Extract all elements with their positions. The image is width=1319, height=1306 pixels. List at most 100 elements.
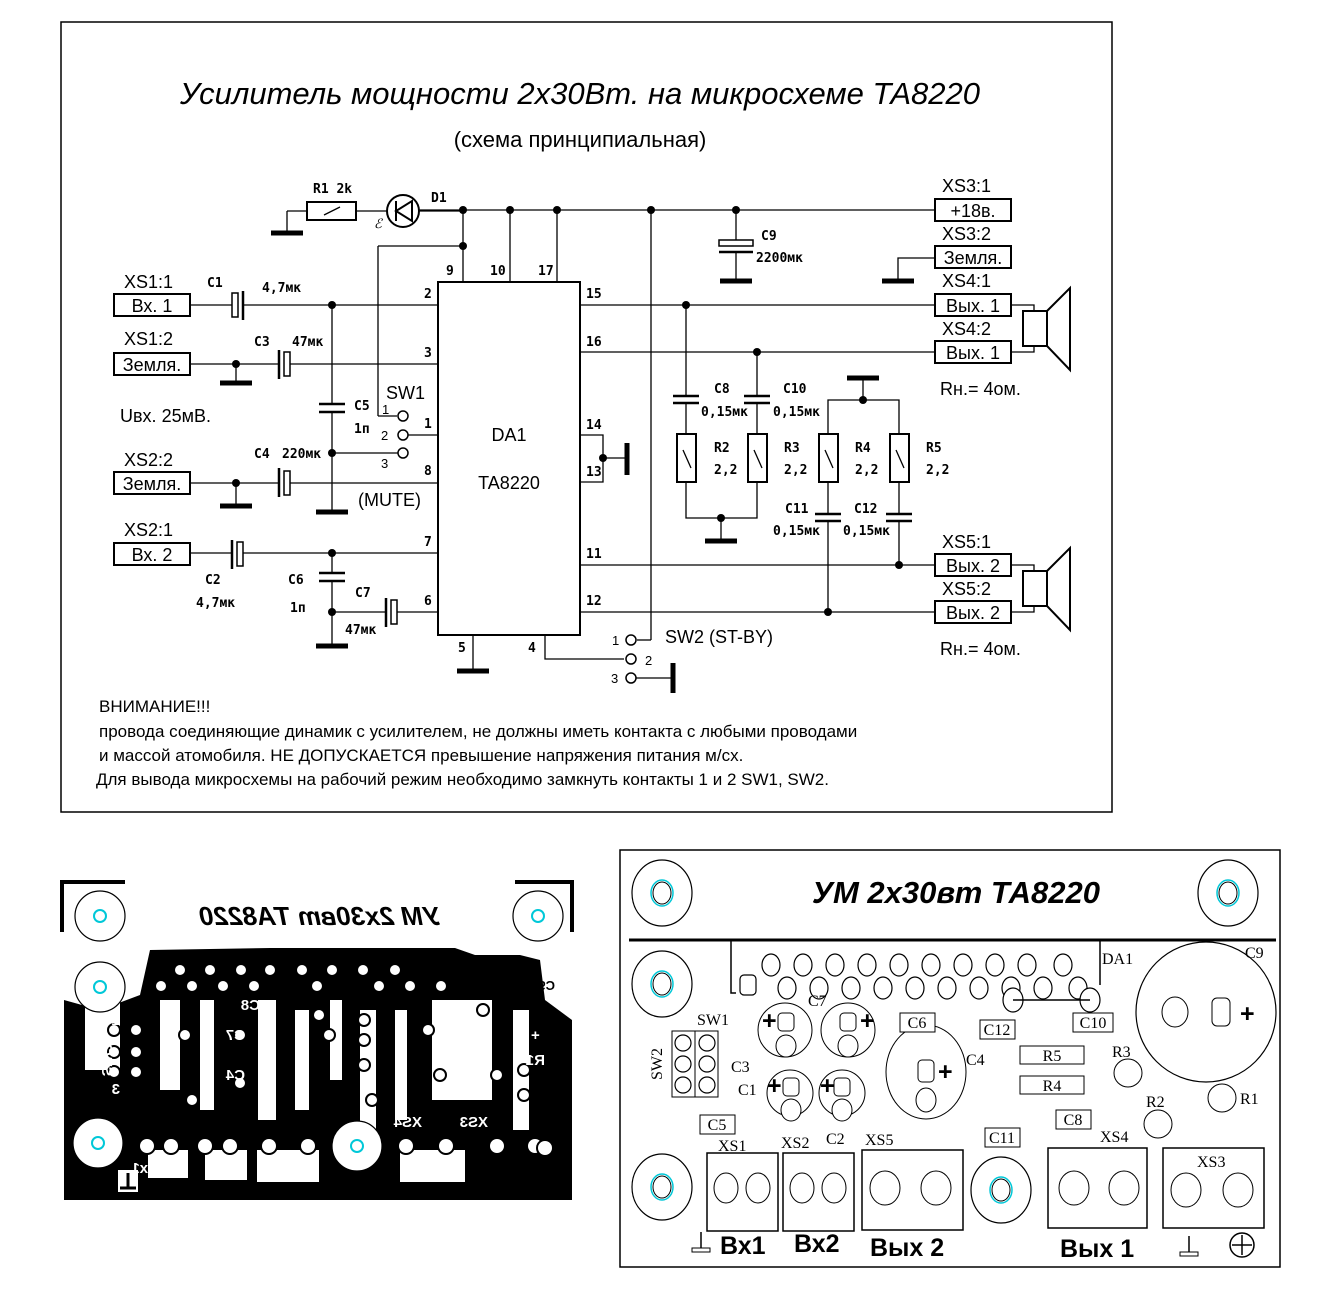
svg-text:XS2:1: XS2:1 <box>124 520 173 540</box>
svg-text:R5: R5 <box>926 441 942 456</box>
pin-3: 3 <box>424 346 432 361</box>
svg-text:+: + <box>860 1007 875 1035</box>
pcb-component-view: УМ 2х30вт ТА8220 DA1 <box>619 849 1281 1268</box>
schematic-title: Усилитель мощности 2х30Вт. на микросхеме… <box>179 76 980 111</box>
power-connectors: XS3:1 +18в. XS3:2 Земля. <box>882 176 1012 281</box>
pin-5: 5 <box>458 641 466 656</box>
pcb-io-labels: Вх1 Вх2 Вых 2 Вых 1 <box>691 1230 1255 1263</box>
ic-pads <box>739 953 1101 1013</box>
svg-text:+: + <box>762 1007 777 1035</box>
svg-text:C9: C9 <box>538 978 555 993</box>
load-1-label: Rн.= 4ом. <box>940 379 1021 399</box>
connector-xs5-2: Вых. 2 <box>946 603 1000 623</box>
svg-text:3: 3 <box>381 456 388 471</box>
svg-text:C2: C2 <box>826 1131 845 1148</box>
label-in1: Вх1 <box>720 1232 766 1260</box>
svg-text:R5: R5 <box>1043 1048 1062 1065</box>
connector-xs1-2: Земля. <box>123 355 182 375</box>
pcb-copper-view: УМ 2х30вт ТА8220 Вх1 Вх2 Вых 2 Вых 1 SW2… <box>60 880 574 1200</box>
svg-text:R2: R2 <box>1146 1094 1165 1111</box>
svg-text:XS2: XS2 <box>781 1135 809 1152</box>
svg-text:R4: R4 <box>1043 1078 1062 1095</box>
svg-text:R4: R4 <box>855 441 871 456</box>
svg-text:2,2: 2,2 <box>926 463 949 478</box>
c9-footprint: + C9 <box>1135 941 1277 1083</box>
note-line-2: и массой атомобиля. НЕ ДОПУСКАЕТСЯ превы… <box>99 746 743 765</box>
svg-text:C4: C4 <box>966 1052 985 1069</box>
svg-text:2,2: 2,2 <box>855 463 878 478</box>
input-2-ground-section: XS2:2 Земля. C4 220мк <box>113 447 438 506</box>
svg-text:XS1: XS1 <box>718 1138 746 1155</box>
svg-text:R1: R1 <box>1240 1091 1259 1108</box>
connector-xs3-1: +18в. <box>950 201 995 221</box>
output-1-section: XS4:1 Вых. 1 XS4:2 Вых. 1 Rн.= 4ом. <box>580 271 1071 399</box>
schematic-subtitle: (схема принципиальная) <box>454 127 707 152</box>
svg-text:XS2:2: XS2:2 <box>124 450 173 470</box>
svg-text:C1: C1 <box>738 1082 757 1099</box>
svg-text:C2: C2 <box>205 573 221 588</box>
sw2-label: SW2 (ST-BY) <box>665 627 773 647</box>
schematic-frame <box>60 21 1113 813</box>
r1-resistor: R1 2k <box>271 182 387 233</box>
ic-ref: DA1 <box>491 425 526 445</box>
svg-text:XS4: XS4 <box>393 1114 422 1131</box>
svg-text:47мк: 47мк <box>345 623 376 638</box>
note-heading: ВНИМАНИЕ!!! <box>99 697 210 716</box>
pin-6: 6 <box>424 594 432 609</box>
svg-text:+: + <box>938 1058 953 1086</box>
terminal-blocks: XS1 XS2 XS5 XS4 XS3 <box>706 1129 1265 1232</box>
svg-text:1п: 1п <box>290 601 306 616</box>
plus-icon <box>1229 1232 1255 1258</box>
svg-text:2200мк: 2200мк <box>756 251 803 266</box>
svg-text:C12: C12 <box>984 1022 1011 1039</box>
svg-text:+: + <box>820 1072 835 1100</box>
svg-text:R2: R2 <box>456 1067 475 1084</box>
d1-led: ℰ D1 <box>374 191 463 231</box>
svg-text:XS4: XS4 <box>1100 1129 1128 1146</box>
svg-text:XS3:1: XS3:1 <box>942 176 991 196</box>
sw2-switch: 1 2 3 SW2 (ST-BY) <box>544 627 773 693</box>
pin-7: 7 <box>424 535 432 550</box>
svg-text:C10: C10 <box>1080 1015 1107 1032</box>
pin-13: 13 <box>586 465 602 480</box>
mounting-holes <box>631 859 1259 1224</box>
svg-text:1: 1 <box>612 633 619 648</box>
svg-text:SW2: SW2 <box>98 1044 115 1077</box>
svg-text:0,15мк: 0,15мк <box>773 524 820 539</box>
svg-text:220мк: 220мк <box>282 447 321 462</box>
speaker-2-icon <box>1011 545 1071 633</box>
pin-4: 4 <box>528 641 536 656</box>
svg-text:3: 3 <box>112 1081 120 1098</box>
connector-xs4-1: Вых. 1 <box>946 296 1000 316</box>
svg-text:C8: C8 <box>1064 1112 1083 1129</box>
svg-text:R2: R2 <box>714 441 730 456</box>
pcb-plus-mark: + <box>531 1027 540 1044</box>
svg-text:ℰ: ℰ <box>374 216 383 231</box>
zobel-network-1: C8 0,15мк R2 2,2 C10 0,15мк R3 2,2 <box>673 305 820 541</box>
svg-text:C8: C8 <box>714 382 730 397</box>
svg-text:SW1: SW1 <box>697 1012 729 1029</box>
label-out2: Вых 2 <box>870 1234 944 1262</box>
input-1-section: XS1:1 Вх. 1 C1 4,7мк XS1:2 Земля. C3 47м… <box>113 272 438 512</box>
pin-17: 17 <box>538 264 554 279</box>
svg-text:2: 2 <box>645 653 652 668</box>
svg-text:R3: R3 <box>784 441 800 456</box>
sw-footprint: SW1 SW2 C3 <box>649 1012 750 1098</box>
connector-xs4-2: Вых. 1 <box>946 343 1000 363</box>
svg-text:4,7мк: 4,7мк <box>196 596 235 611</box>
c9-capacitor: C9 2200мк <box>719 210 803 281</box>
output-2-section: XS5:1 Вых. 2 XS5:2 Вых. 2 Rн.= 4ом. <box>580 532 1071 659</box>
svg-text:C7: C7 <box>226 1027 245 1044</box>
ground-icon <box>691 1232 711 1253</box>
svg-text:2,2: 2,2 <box>784 463 807 478</box>
svg-text:2: 2 <box>381 428 388 443</box>
pin5-ground <box>457 635 489 671</box>
input-voltage-label: Uвх. 25мВ. <box>120 406 211 426</box>
svg-text:XS3: XS3 <box>1197 1154 1225 1171</box>
svg-text:C7: C7 <box>355 586 371 601</box>
svg-text:Вых 2: Вых 2 <box>265 1162 310 1179</box>
svg-text:Вх2: Вх2 <box>208 1160 235 1177</box>
speaker-1-icon <box>1011 285 1071 373</box>
svg-text:C3: C3 <box>731 1059 750 1076</box>
